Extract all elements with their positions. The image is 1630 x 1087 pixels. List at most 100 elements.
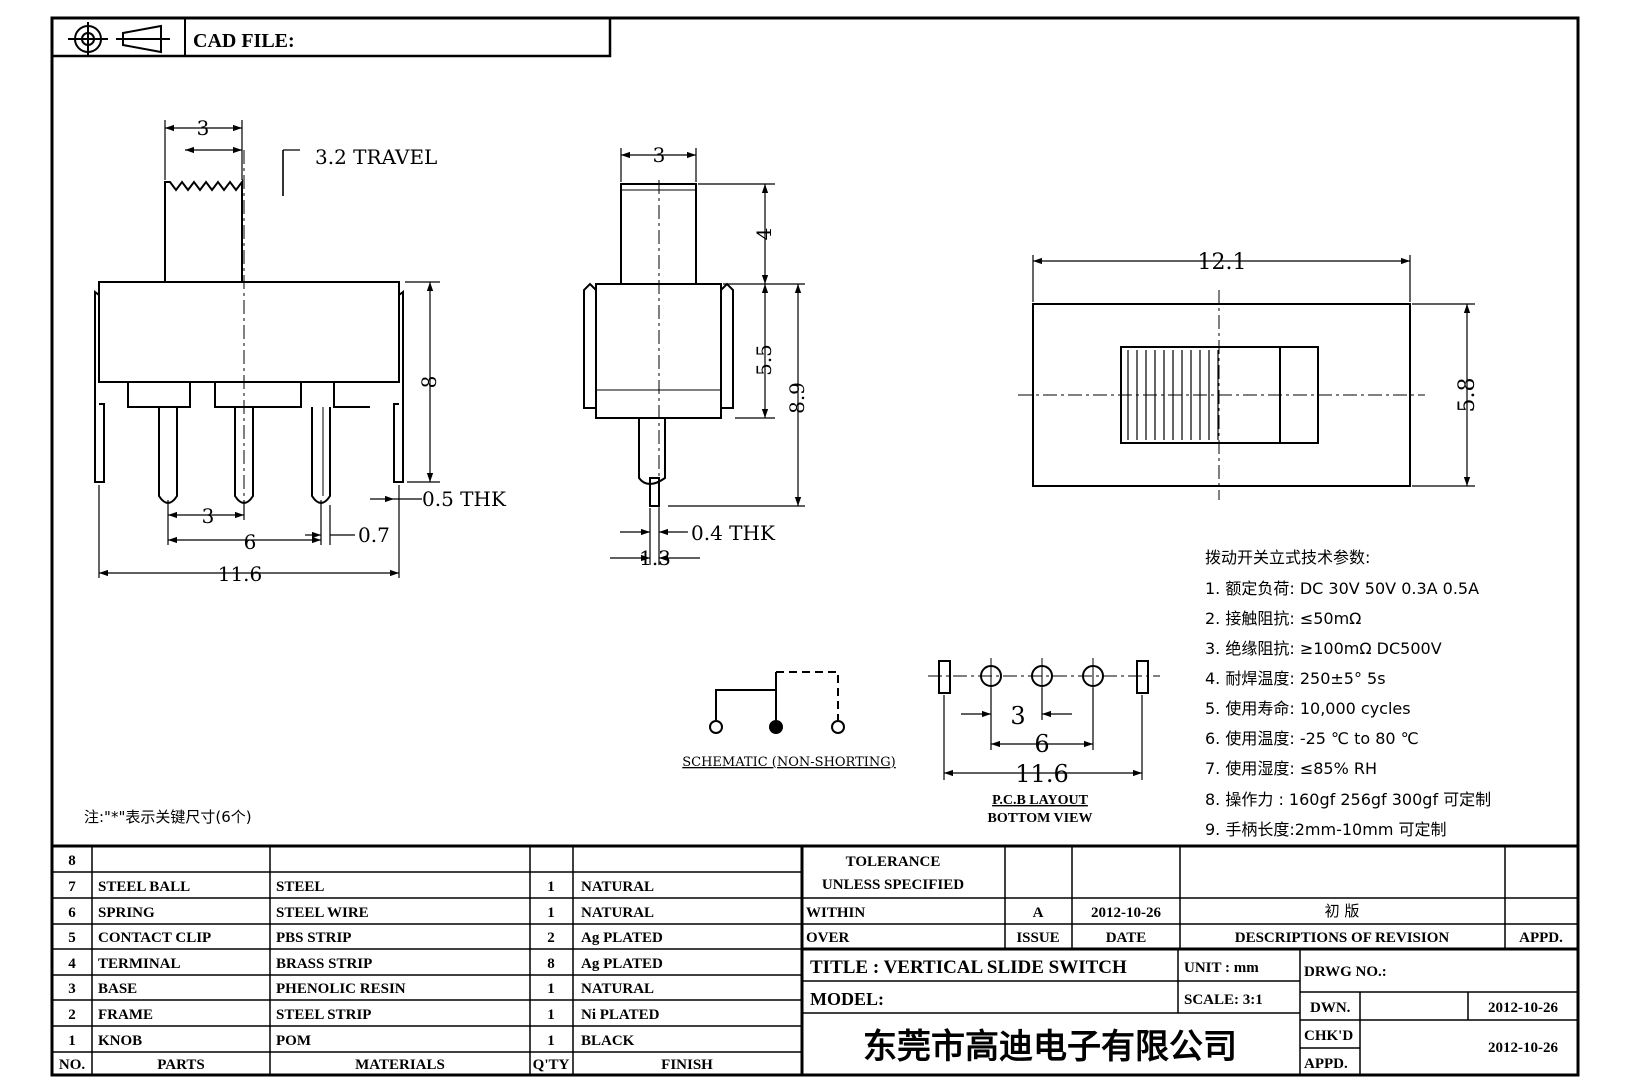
table-row-qty: 1	[547, 1007, 555, 1023]
appd-header: APPD.	[1519, 930, 1563, 946]
table-row-part: BASE	[98, 981, 137, 997]
key-dimension-note: 注:"*"表示关键尺寸(6个)	[84, 808, 252, 826]
table-row-finish: Ag PLATED	[581, 930, 663, 946]
front-dimensions	[98, 120, 440, 578]
table-row-no: 4	[68, 956, 76, 972]
table-row-no: 8	[68, 853, 76, 869]
drawn-label: DWN.	[1310, 1000, 1351, 1016]
front-dim-overall: 11.6	[218, 562, 263, 586]
table-row-finish: NATURAL	[581, 879, 654, 895]
front-dim-travel: 3.2 TRAVEL	[315, 145, 437, 169]
table-row-finish: BLACK	[581, 1033, 635, 1049]
revision-issue: A	[1033, 905, 1044, 921]
side-dim-pin: 1.3	[639, 546, 671, 570]
spec-item: 9. 手柄长度:2mm-10mm 可定制	[1205, 820, 1447, 839]
front-dim-labels: 3 3.2 TRAVEL 8 0.5 THK 3 6 0.7 11.6	[197, 116, 507, 586]
spec-item: 6. 使用温度: -25 ℃ to 80 ℃	[1205, 729, 1419, 748]
parts-table: NO. PARTS MATERIALS Q'TY FINISH 8 7 STEE…	[59, 853, 713, 1073]
table-row-part: SPRING	[98, 905, 155, 921]
table-row-part: TERMINAL	[98, 956, 181, 972]
parts-header-finish: FINISH	[661, 1057, 713, 1073]
table-row-qty: 8	[547, 956, 555, 972]
front-dim-top: 3	[197, 116, 210, 140]
table-row-no: 2	[68, 1007, 76, 1023]
pcb-layout	[928, 658, 1160, 694]
spec-item: 4. 耐焊温度: 250±5° 5s	[1205, 669, 1386, 688]
spec-item: 2. 接触阻抗: ≤50mΩ	[1205, 609, 1361, 628]
top-dim-length: 12.1	[1198, 250, 1247, 275]
revision-description: 初 版	[1325, 902, 1360, 920]
table-row-finish: Ni PLATED	[581, 1007, 660, 1023]
table-row-finish: NATURAL	[581, 981, 654, 997]
table-row-qty: 1	[547, 1033, 555, 1049]
parts-header-parts: PARTS	[157, 1057, 205, 1073]
schematic-symbol	[709, 671, 845, 734]
spec-item: 1. 额定负荷: DC 30V 50V 0.3A 0.5A	[1205, 579, 1479, 598]
checked-label: CHK'D	[1304, 1028, 1353, 1044]
unit-label: UNIT : mm	[1184, 960, 1259, 976]
company-name: 东莞市高迪电子有限公司	[863, 1027, 1237, 1067]
table-row-part: CONTACT CLIP	[98, 930, 211, 946]
side-view	[583, 180, 734, 520]
table-row-qty: 1	[547, 905, 555, 921]
spec-list: 拨动开关立式技术参数: 1. 额定负荷: DC 30V 50V 0.3A 0.5…	[1205, 548, 1491, 839]
issue-header: ISSUE	[1016, 930, 1059, 946]
projection-symbol-icon	[68, 22, 170, 56]
front-dim-pitch-span: 6	[244, 530, 257, 554]
table-row-finish: NATURAL	[581, 905, 654, 921]
checked-date: 2012-10-26	[1488, 1040, 1558, 1056]
side-dim-top: 3	[653, 143, 666, 167]
schematic-label: SCHEMATIC (NON-SHORTING)	[682, 755, 896, 770]
over-label: OVER	[806, 930, 850, 946]
drawing-number-label: DRWG NO.:	[1304, 964, 1387, 980]
table-row-no: 1	[68, 1033, 76, 1049]
model-label: MODEL:	[810, 989, 884, 1009]
side-dim-thk: 0.4 THK	[691, 521, 776, 545]
table-row-part: FRAME	[98, 1007, 153, 1023]
description-header: DESCRIPTIONS OF REVISION	[1235, 930, 1450, 946]
parts-header-materials: MATERIALS	[355, 1057, 445, 1073]
pcb-dim-span: 6	[1034, 730, 1049, 758]
cad-file-label: CAD FILE:	[193, 30, 295, 52]
table-row-material: POM	[276, 1033, 311, 1049]
within-label: WITHIN	[806, 905, 865, 921]
side-dim-knob: 4	[752, 228, 776, 241]
top-dimensions	[1032, 255, 1475, 487]
revision-date: 2012-10-26	[1091, 905, 1161, 921]
table-row-finish: Ag PLATED	[581, 956, 663, 972]
table-row-no: 5	[68, 930, 76, 946]
side-dim-body: 5.5	[752, 344, 776, 376]
spec-item: 3. 绝缘阻抗: ≥100mΩ DC500V	[1205, 639, 1442, 658]
pcb-dim-labels: 3 6 11.6 P.C.B LAYOUT BOTTOM VIEW	[988, 702, 1093, 826]
table-row-part: KNOB	[98, 1033, 142, 1049]
side-dim-labels: 3 4 5.5 8.9 0.4 THK 1.3	[639, 143, 809, 570]
top-view	[1018, 290, 1425, 500]
table-grid	[52, 844, 1578, 1075]
parts-header-qty: Q'TY	[533, 1057, 570, 1073]
spec-item: 5. 使用寿命: 10,000 cycles	[1205, 699, 1411, 718]
table-row-qty: 1	[547, 981, 555, 997]
table-row-material: STEEL WIRE	[276, 905, 369, 921]
table-row-qty: 2	[547, 930, 555, 946]
pcb-dim-overall: 11.6	[1015, 760, 1068, 788]
top-dim-width: 5.8	[1455, 378, 1480, 413]
pcb-dim-pitch: 3	[1010, 702, 1025, 730]
spec-item: 7. 使用湿度: ≤85% RH	[1205, 759, 1377, 778]
table-row-material: STEEL	[276, 879, 324, 895]
table-row-material: BRASS STRIP	[276, 956, 372, 972]
unless-specified-label: UNLESS SPECIFIED	[822, 877, 964, 893]
table-row-material: PHENOLIC RESIN	[276, 981, 406, 997]
approved-label: APPD.	[1304, 1056, 1348, 1072]
date-header: DATE	[1106, 930, 1147, 946]
spec-item: 8. 操作力 : 160gf 256gf 300gf 可定制	[1205, 790, 1491, 809]
title-block: TOLERANCE UNLESS SPECIFIED WITHIN OVER A…	[806, 854, 1563, 1072]
table-row-material: STEEL STRIP	[276, 1007, 371, 1023]
side-dimensions	[610, 148, 805, 565]
pcb-label: P.C.B LAYOUT	[992, 793, 1088, 808]
top-dim-labels: 12.1 5.8	[1198, 250, 1480, 413]
table-row-part: STEEL BALL	[98, 879, 190, 895]
front-dim-height: 8	[417, 376, 441, 389]
table-row-material: PBS STRIP	[276, 930, 351, 946]
table-row-no: 7	[68, 879, 76, 895]
